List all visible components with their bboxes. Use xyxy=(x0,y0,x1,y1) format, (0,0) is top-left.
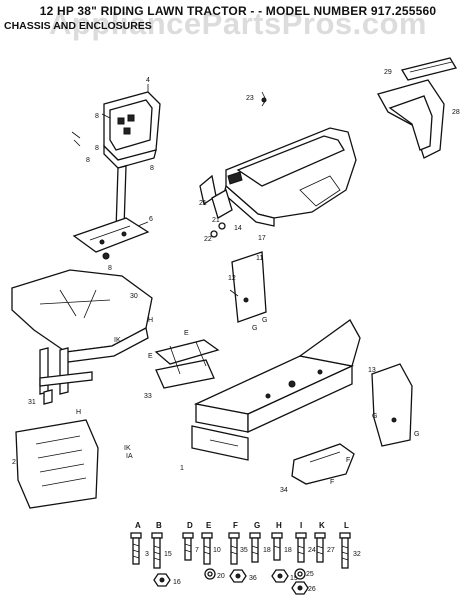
callout-29: 29 xyxy=(384,69,392,76)
bolt-I[interactable]: I 24 xyxy=(295,521,316,563)
svg-text:19: 19 xyxy=(290,575,298,582)
callout-8b: 8 xyxy=(95,145,99,152)
dash-panel-part[interactable] xyxy=(199,174,233,219)
callout-33: 33 xyxy=(144,393,152,400)
nut-20[interactable]: 20 xyxy=(204,568,225,580)
callout-17: 17 xyxy=(258,235,266,242)
bolt-B[interactable]: B 15 xyxy=(151,521,172,569)
callout-30: 30 xyxy=(130,293,138,300)
callout-12: 12 xyxy=(228,275,236,282)
svg-text:36: 36 xyxy=(249,575,257,582)
svg-text:A: A xyxy=(135,521,141,530)
callout-28: 28 xyxy=(452,109,460,116)
callout-11: 11 xyxy=(256,255,263,262)
hood-part[interactable] xyxy=(223,127,357,227)
callout-E1: E xyxy=(184,330,189,337)
svg-text:D: D xyxy=(187,521,193,530)
svg-text:26: 26 xyxy=(308,586,316,593)
callout-H2: H xyxy=(76,409,81,416)
callout-31: 31 xyxy=(28,399,36,406)
bolt-K[interactable]: K 27 xyxy=(314,521,335,563)
hardware-row: A 3 B 15 D 7 E 10 F xyxy=(130,521,361,595)
callout-F2: F xyxy=(330,479,334,486)
callout-4: 4 xyxy=(146,77,150,84)
svg-text:15: 15 xyxy=(164,551,172,558)
svg-text:7: 7 xyxy=(195,547,199,554)
callout-22: 22 xyxy=(204,236,212,243)
frame-part[interactable] xyxy=(191,319,361,461)
bolt-F[interactable]: F 35 xyxy=(228,521,248,565)
nut-25[interactable]: 25 xyxy=(294,568,314,580)
steering-support-part[interactable] xyxy=(72,165,150,253)
fender-bracket-part[interactable] xyxy=(39,347,93,405)
callout-G2: G xyxy=(262,317,267,324)
callout-G1: G xyxy=(252,325,257,332)
svg-text:18: 18 xyxy=(263,547,271,554)
bolt-H[interactable]: H 18 xyxy=(271,521,292,561)
callout-8c: 8 xyxy=(150,165,154,172)
svg-text:20: 20 xyxy=(217,573,225,580)
callout-21a: 21 xyxy=(199,200,207,207)
bolt-A[interactable]: A 3 xyxy=(130,521,149,565)
callout-8d: 8 xyxy=(108,265,112,272)
nut-19[interactable]: 19 xyxy=(271,569,298,583)
nut-36[interactable]: 36 xyxy=(229,569,257,583)
svg-text:H: H xyxy=(276,521,282,530)
svg-text:24: 24 xyxy=(308,547,316,554)
dash-tower-part[interactable] xyxy=(103,91,161,169)
fender-part[interactable] xyxy=(11,269,153,363)
callout-8a: 8 xyxy=(95,113,99,120)
callout-F1: F xyxy=(346,457,350,464)
svg-text:K: K xyxy=(319,521,325,530)
svg-text:32: 32 xyxy=(353,551,361,558)
callout-IA: IA xyxy=(126,453,133,460)
nut-16[interactable]: 16 xyxy=(153,573,181,587)
svg-text:18: 18 xyxy=(284,547,292,554)
callout-G3: G xyxy=(372,413,377,420)
svg-text:F: F xyxy=(233,521,238,530)
rear-panel-part[interactable] xyxy=(371,363,413,447)
bolt-D[interactable]: D 7 xyxy=(182,521,199,561)
svg-text:35: 35 xyxy=(240,547,248,554)
bumper-part[interactable] xyxy=(400,57,458,81)
callout-13: 13 xyxy=(368,367,376,374)
svg-text:L: L xyxy=(344,521,349,530)
callout-E2: E xyxy=(148,353,153,360)
callout-14: 14 xyxy=(234,225,242,232)
svg-text:I: I xyxy=(300,521,302,530)
svg-text:B: B xyxy=(156,521,162,530)
svg-text:27: 27 xyxy=(327,547,335,554)
bolt-E[interactable]: E 10 xyxy=(201,521,221,565)
svg-text:E: E xyxy=(206,521,212,530)
callout-2: 2 xyxy=(12,459,16,466)
callout-34: 34 xyxy=(280,487,288,494)
svg-text:10: 10 xyxy=(213,547,221,554)
callout-1: 1 xyxy=(180,465,184,472)
callout-G4: G xyxy=(414,431,419,438)
footrest-part[interactable] xyxy=(154,339,220,389)
diagram-subtitle: CHASSIS AND ENCLOSURES xyxy=(4,20,152,32)
callout-21b: 21 xyxy=(212,217,220,224)
nut-26[interactable]: 26 xyxy=(291,581,316,595)
side-panel-part[interactable] xyxy=(229,251,267,323)
svg-text:G: G xyxy=(254,521,260,530)
deck-cover-part[interactable] xyxy=(291,443,355,485)
step-plate-part[interactable] xyxy=(15,419,99,509)
bolt-L[interactable]: L 32 xyxy=(339,521,361,569)
callout-8e: 8 xyxy=(86,157,90,164)
callout-IK: IK xyxy=(114,337,121,344)
svg-text:25: 25 xyxy=(306,571,314,578)
callout-6: 6 xyxy=(149,216,153,223)
grille-part[interactable] xyxy=(377,79,445,159)
callout-IK2: IK xyxy=(124,445,131,452)
svg-text:16: 16 xyxy=(173,579,181,586)
bolt-G[interactable]: G 18 xyxy=(249,521,271,563)
callout-H1: H xyxy=(148,317,153,324)
svg-text:3: 3 xyxy=(145,551,149,558)
callout-23: 23 xyxy=(246,95,254,102)
diagram-title: 12 HP 38" RIDING LAWN TRACTOR - - MODEL … xyxy=(39,4,437,18)
